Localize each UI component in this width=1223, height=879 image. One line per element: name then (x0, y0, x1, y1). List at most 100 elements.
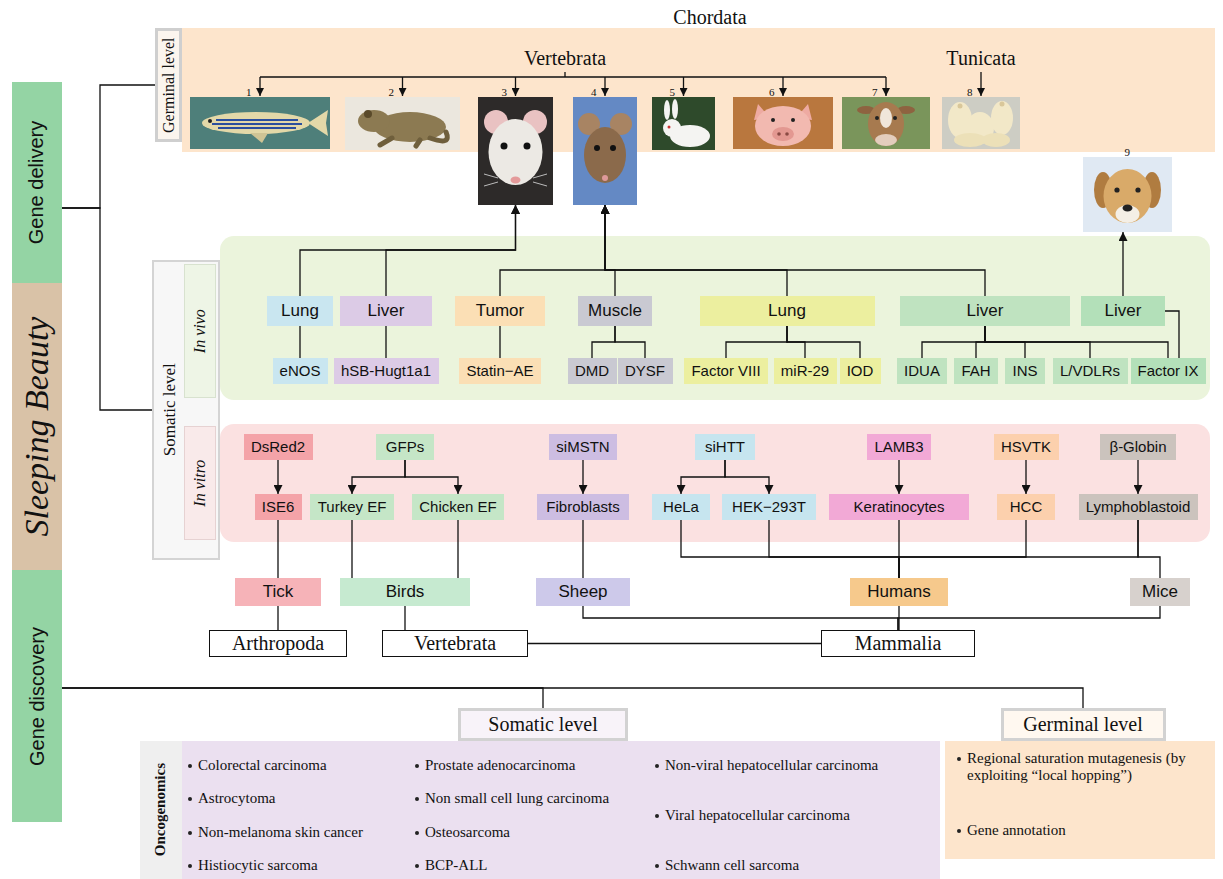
mode-box: In vivo (184, 264, 216, 398)
list-item: BCP-ALL (425, 857, 488, 874)
node-label: Lymphoblastoid (1086, 498, 1191, 515)
drawing-part (1104, 169, 1152, 223)
node-label: HCC (1010, 498, 1043, 515)
bullet-dot (415, 831, 419, 835)
drawing-part (501, 143, 508, 150)
connector (605, 205, 615, 296)
drawing-part (782, 77, 783, 96)
list-item: Prostate adenocarcinoma (425, 757, 575, 774)
cell-box: HeLa (652, 494, 710, 520)
list-item: Non small cell lung carcinoma (425, 790, 609, 807)
connector (352, 460, 405, 494)
connector (787, 326, 860, 358)
connector (62, 688, 543, 708)
drawing-part (954, 133, 986, 147)
node-label: hSB-Hugt1a1 (341, 362, 431, 379)
zebrafish-picture (190, 97, 330, 149)
level-box: Somatic level (458, 708, 628, 741)
node-label: Somatic level (159, 363, 179, 456)
callout-number: 7 (872, 86, 878, 99)
cell-box: HEK−293T (722, 494, 816, 520)
connector (457, 520, 458, 578)
node-label: HeLa (663, 498, 699, 515)
drawing-part (511, 177, 521, 184)
gene-box: Factor VIII (684, 358, 768, 384)
drawing-part (478, 97, 553, 205)
connector (500, 205, 605, 296)
bullet-dot (655, 814, 659, 818)
node-label: HEK−293T (732, 498, 806, 515)
drawing-part (893, 116, 897, 120)
node-label: miR-29 (781, 362, 829, 379)
node-label: Vertebrata (414, 632, 496, 655)
cell-box: ISE6 (255, 494, 302, 520)
bullet-dot (188, 831, 192, 835)
mode-box: In vitro (184, 426, 216, 540)
node-label: Arthropoda (232, 632, 324, 655)
connector (898, 460, 899, 494)
transgene-box: β-Globin (1100, 434, 1176, 460)
drawing-part (524, 143, 531, 150)
connector (922, 326, 985, 358)
cell-box: Turkey EF (310, 494, 394, 520)
drawing-part (364, 110, 372, 118)
frog-picture (345, 97, 460, 150)
connector (1025, 460, 1026, 494)
drawing-part (573, 97, 637, 205)
node-label: Chicken EF (419, 498, 497, 515)
drawing-part (208, 119, 212, 123)
list-row: Non-viral hepatocellular carcinoma (655, 757, 878, 774)
node-label: IOD (847, 362, 874, 379)
tissue-box: Muscle (578, 296, 652, 326)
drawing-part (663, 119, 681, 137)
connector (62, 208, 152, 410)
node-label: Fibroblasts (546, 498, 619, 515)
node-label: Keratinocytes (854, 498, 945, 515)
callout-number: 1 (246, 86, 252, 99)
connector (385, 326, 386, 358)
node-label: Liver (368, 301, 405, 321)
list-row: Non small cell lung carcinoma (415, 790, 609, 807)
drawing-part (402, 77, 403, 96)
drawing-part (190, 97, 330, 149)
drawing-part (202, 112, 310, 134)
list-item: Colorectal carcinoma (198, 757, 327, 774)
gene-box: Factor IX (1131, 358, 1206, 384)
mouse-picture (573, 97, 637, 205)
taxon-box: Mammalia (821, 630, 975, 657)
list-row: Regional saturation mutagenesis (by expl… (957, 750, 1195, 785)
species-box: Birds (340, 578, 470, 606)
tissue-box: Lung (700, 296, 875, 326)
connector (985, 326, 1168, 358)
rabbit-picture (652, 97, 715, 150)
node-label: Oncogenomics (152, 763, 169, 856)
drawing-part (484, 174, 547, 186)
transgene-box: GFPs (376, 434, 434, 460)
label-strip: Somatic level (154, 262, 184, 558)
connector (300, 205, 516, 296)
connector (605, 205, 985, 296)
drawing-part (212, 120, 302, 128)
gene-box: Statin−AE (459, 358, 541, 384)
node-label: Liver (967, 301, 1004, 321)
drawing-part (1116, 205, 1140, 223)
node-label: HSVTK (1001, 438, 1051, 455)
drawing-part (772, 127, 794, 141)
bullet-dot (655, 864, 659, 868)
drawing-part (771, 118, 775, 122)
list-item: Viral hepatocellular carcinoma (665, 807, 850, 824)
connector (582, 520, 583, 578)
connector (1137, 460, 1138, 494)
node-label: Turkey EF (318, 498, 387, 515)
drawing-part (980, 72, 981, 96)
tissue-box: Liver (1081, 296, 1165, 326)
callout-number: 2 (389, 86, 395, 99)
cell-box: HCC (997, 494, 1055, 520)
node-label: L/VDLRs (1060, 362, 1120, 379)
transgene-box: LAMB3 (867, 434, 931, 460)
animal-photo: 5 (652, 97, 715, 150)
drawing-part (755, 106, 811, 146)
list-item: Non-viral hepatocellular carcinoma (665, 757, 878, 774)
cell-box: Chicken EF (412, 494, 504, 520)
bullet-dot (415, 797, 419, 801)
